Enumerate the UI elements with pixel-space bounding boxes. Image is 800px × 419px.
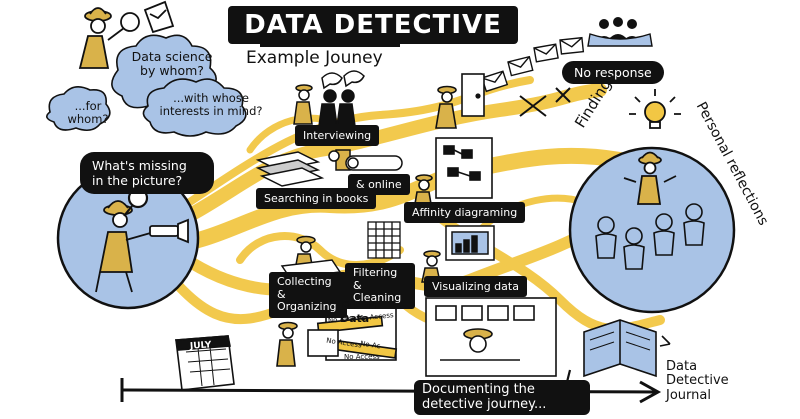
step-online: & online [348, 174, 410, 195]
missing-speech-bubble: What's missing in the picture? [80, 152, 214, 194]
open-data-line2: Data [340, 312, 370, 325]
journal-icon [583, 319, 657, 378]
question-interests: ...with whose interests in mind? [159, 91, 263, 119]
step-visualizing: Visualizing data [424, 276, 527, 297]
interviewing-scene [293, 70, 365, 127]
people-group-icon [587, 17, 653, 47]
page-subtitle: Example Jouney [246, 48, 383, 68]
no-access-label-5: No Access [344, 353, 380, 361]
affinity-board-icon [413, 137, 493, 211]
step-interviewing: Interviewing [295, 125, 380, 146]
detective-with-magnifier-icon [78, 0, 175, 69]
floating-detective-icon [623, 151, 677, 205]
question-by-whom: Data science by whom? [131, 49, 213, 79]
no-response-bubble: No response [562, 61, 664, 84]
step-collecting: Collecting & Organizing [269, 272, 347, 318]
books-icon [255, 149, 351, 187]
detective-icon [95, 200, 155, 293]
right-findings-circle [568, 89, 736, 314]
envelope-icon [481, 36, 585, 93]
door-icon [435, 73, 485, 129]
documenting-desk-icon [425, 297, 557, 377]
calendar-icon [175, 335, 235, 391]
calendar-month: JULY [189, 340, 212, 352]
step-affinity: Affinity diagraming [404, 202, 526, 223]
page-title: DATA DETECTIVE [244, 10, 502, 40]
flashlight-icon [149, 218, 189, 244]
spreadsheet-icon [367, 221, 401, 259]
blocked-path-icon [519, 87, 571, 117]
audience-people-icon [595, 203, 705, 270]
step-filtering: Filtering & Cleaning [345, 263, 415, 309]
question-clouds [46, 34, 247, 137]
open-data-line1: OPEN [342, 299, 377, 312]
documenting-banner: Documenting the detective journey... [414, 380, 590, 416]
title-banner [228, 6, 518, 47]
online-scroll-icon [345, 155, 403, 171]
question-for-whom: ...for whom? [67, 99, 109, 127]
journal-pointer-arrow [659, 335, 671, 347]
lightbulb-icon [629, 89, 681, 129]
step-searching-books: Searching in books [256, 188, 377, 209]
journal-label: Data Detective Journal [666, 359, 729, 403]
